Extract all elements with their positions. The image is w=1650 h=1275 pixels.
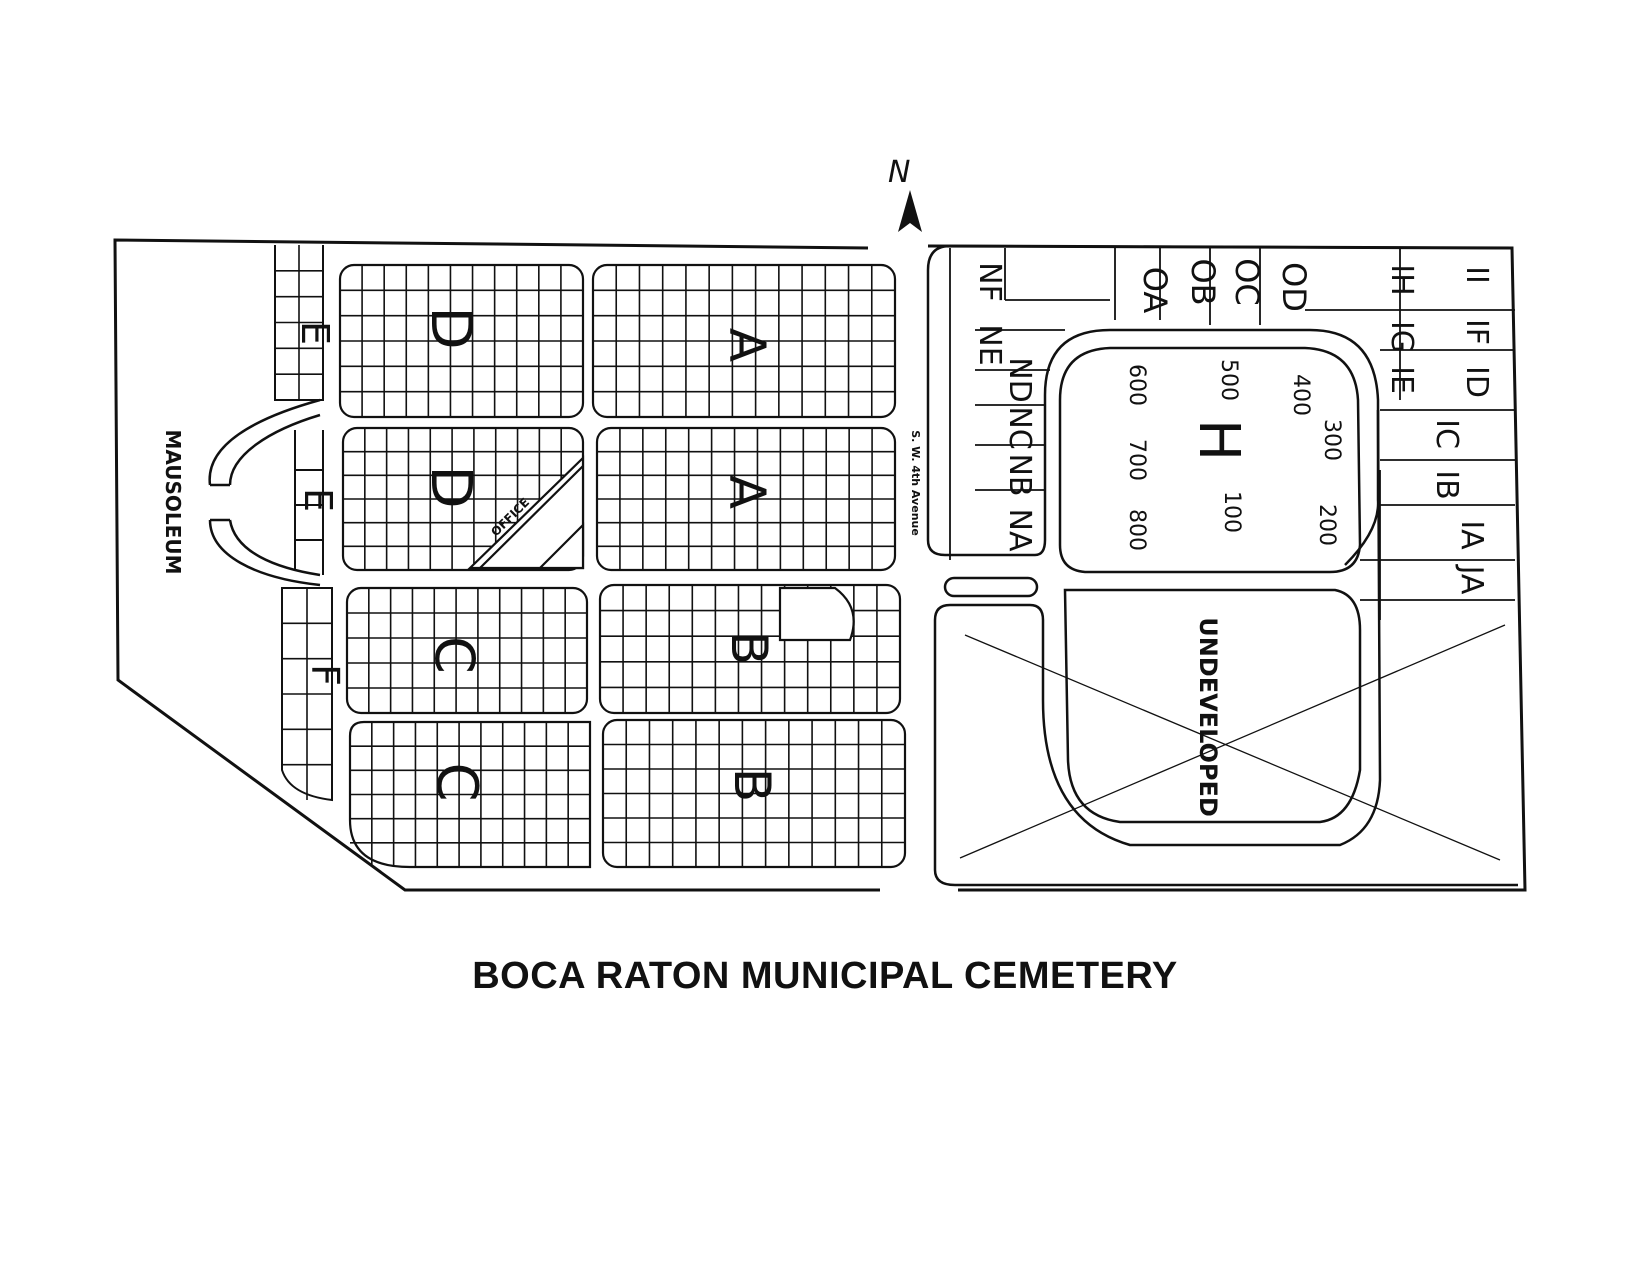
lot-number-400: 400 <box>1288 374 1313 416</box>
lot-number-100: 100 <box>1219 491 1244 533</box>
lot-label-ja: JA <box>1454 564 1489 595</box>
section-label-c-bottom: C <box>424 762 489 801</box>
section-d-top <box>338 263 585 419</box>
lot-label-id: ID <box>1459 366 1494 398</box>
section-label-b-top: B <box>720 631 778 665</box>
east-roads <box>926 244 1518 887</box>
lot-number-300: 300 <box>1319 419 1344 461</box>
section-label-e-top: E <box>293 321 337 345</box>
section-c-bottom <box>348 720 592 869</box>
lot-label-ob: OB <box>1184 258 1222 305</box>
lot-label-if: IF <box>1459 319 1494 345</box>
lot-number-200: 200 <box>1314 504 1339 546</box>
lot-number-800: 800 <box>1124 509 1149 551</box>
lot-label-od: OD <box>1275 262 1313 312</box>
mausoleum-loop-road <box>208 398 321 587</box>
map-title: BOCA RATON MUNICIPAL CEMETERY <box>472 955 1178 997</box>
undeveloped-label: UNDEVELOPED <box>1194 617 1222 817</box>
section-label-e-bottom: E <box>296 488 340 512</box>
undeveloped-cross <box>959 624 1506 861</box>
lot-label-nb: NB <box>1002 453 1037 496</box>
lot-number-500: 500 <box>1216 359 1241 401</box>
section-a-top <box>591 263 897 419</box>
section-b-bottom <box>601 718 907 869</box>
lot-label-oc: OC <box>1228 258 1266 306</box>
section-label-f: F <box>303 664 347 686</box>
avenue-label: S. W. 4th Avenue <box>909 430 922 536</box>
strip-e-top <box>274 245 324 401</box>
strip-e-bottom <box>294 430 324 575</box>
lot-label-ie: IE <box>1384 366 1419 394</box>
lot-number-700: 700 <box>1124 439 1149 481</box>
lot-number-600: 600 <box>1124 364 1149 406</box>
lot-label-ne: NE <box>972 324 1007 365</box>
lot-label-nc: NC <box>1002 406 1037 449</box>
strip-f <box>281 587 333 802</box>
lot-label-ib: IB <box>1429 470 1464 499</box>
lot-label-ia: IA <box>1454 520 1489 550</box>
mausoleum-label: MAUSOLEUM <box>161 430 185 575</box>
section-label-h: H <box>1186 419 1251 461</box>
section-label-d-bottom: D <box>418 465 483 508</box>
lot-label-oa: OA <box>1136 267 1174 314</box>
section-a-bottom <box>595 426 897 572</box>
lot-label-ii: II <box>1459 266 1494 284</box>
lot-label-na: NA <box>1002 509 1037 552</box>
north-arrow: N <box>888 155 922 232</box>
east-labels: NF NE ND NC NB NA OD OC OB OA II IH IF I… <box>972 258 1494 595</box>
section-label-b-bottom: B <box>723 768 781 802</box>
section-label-a-bottom: A <box>718 475 776 509</box>
section-label-a-top: A <box>718 328 776 362</box>
section-c-top <box>345 586 589 715</box>
west-labels: D A D A C B C B E E F <box>293 306 781 802</box>
north-label: N <box>888 155 910 190</box>
section-d-bottom <box>341 426 585 572</box>
east-lot-dividers <box>949 248 1515 620</box>
lot-label-ic: IC <box>1429 419 1464 449</box>
lot-label-nf: NF <box>972 262 1007 302</box>
section-b-top <box>598 583 902 715</box>
section-label-c-top: C <box>423 636 486 674</box>
section-label-d-top: D <box>418 306 483 349</box>
lot-label-ih: IH <box>1384 264 1419 295</box>
lot-label-ig: IG <box>1384 321 1419 353</box>
lot-label-nd: ND <box>1002 357 1037 403</box>
